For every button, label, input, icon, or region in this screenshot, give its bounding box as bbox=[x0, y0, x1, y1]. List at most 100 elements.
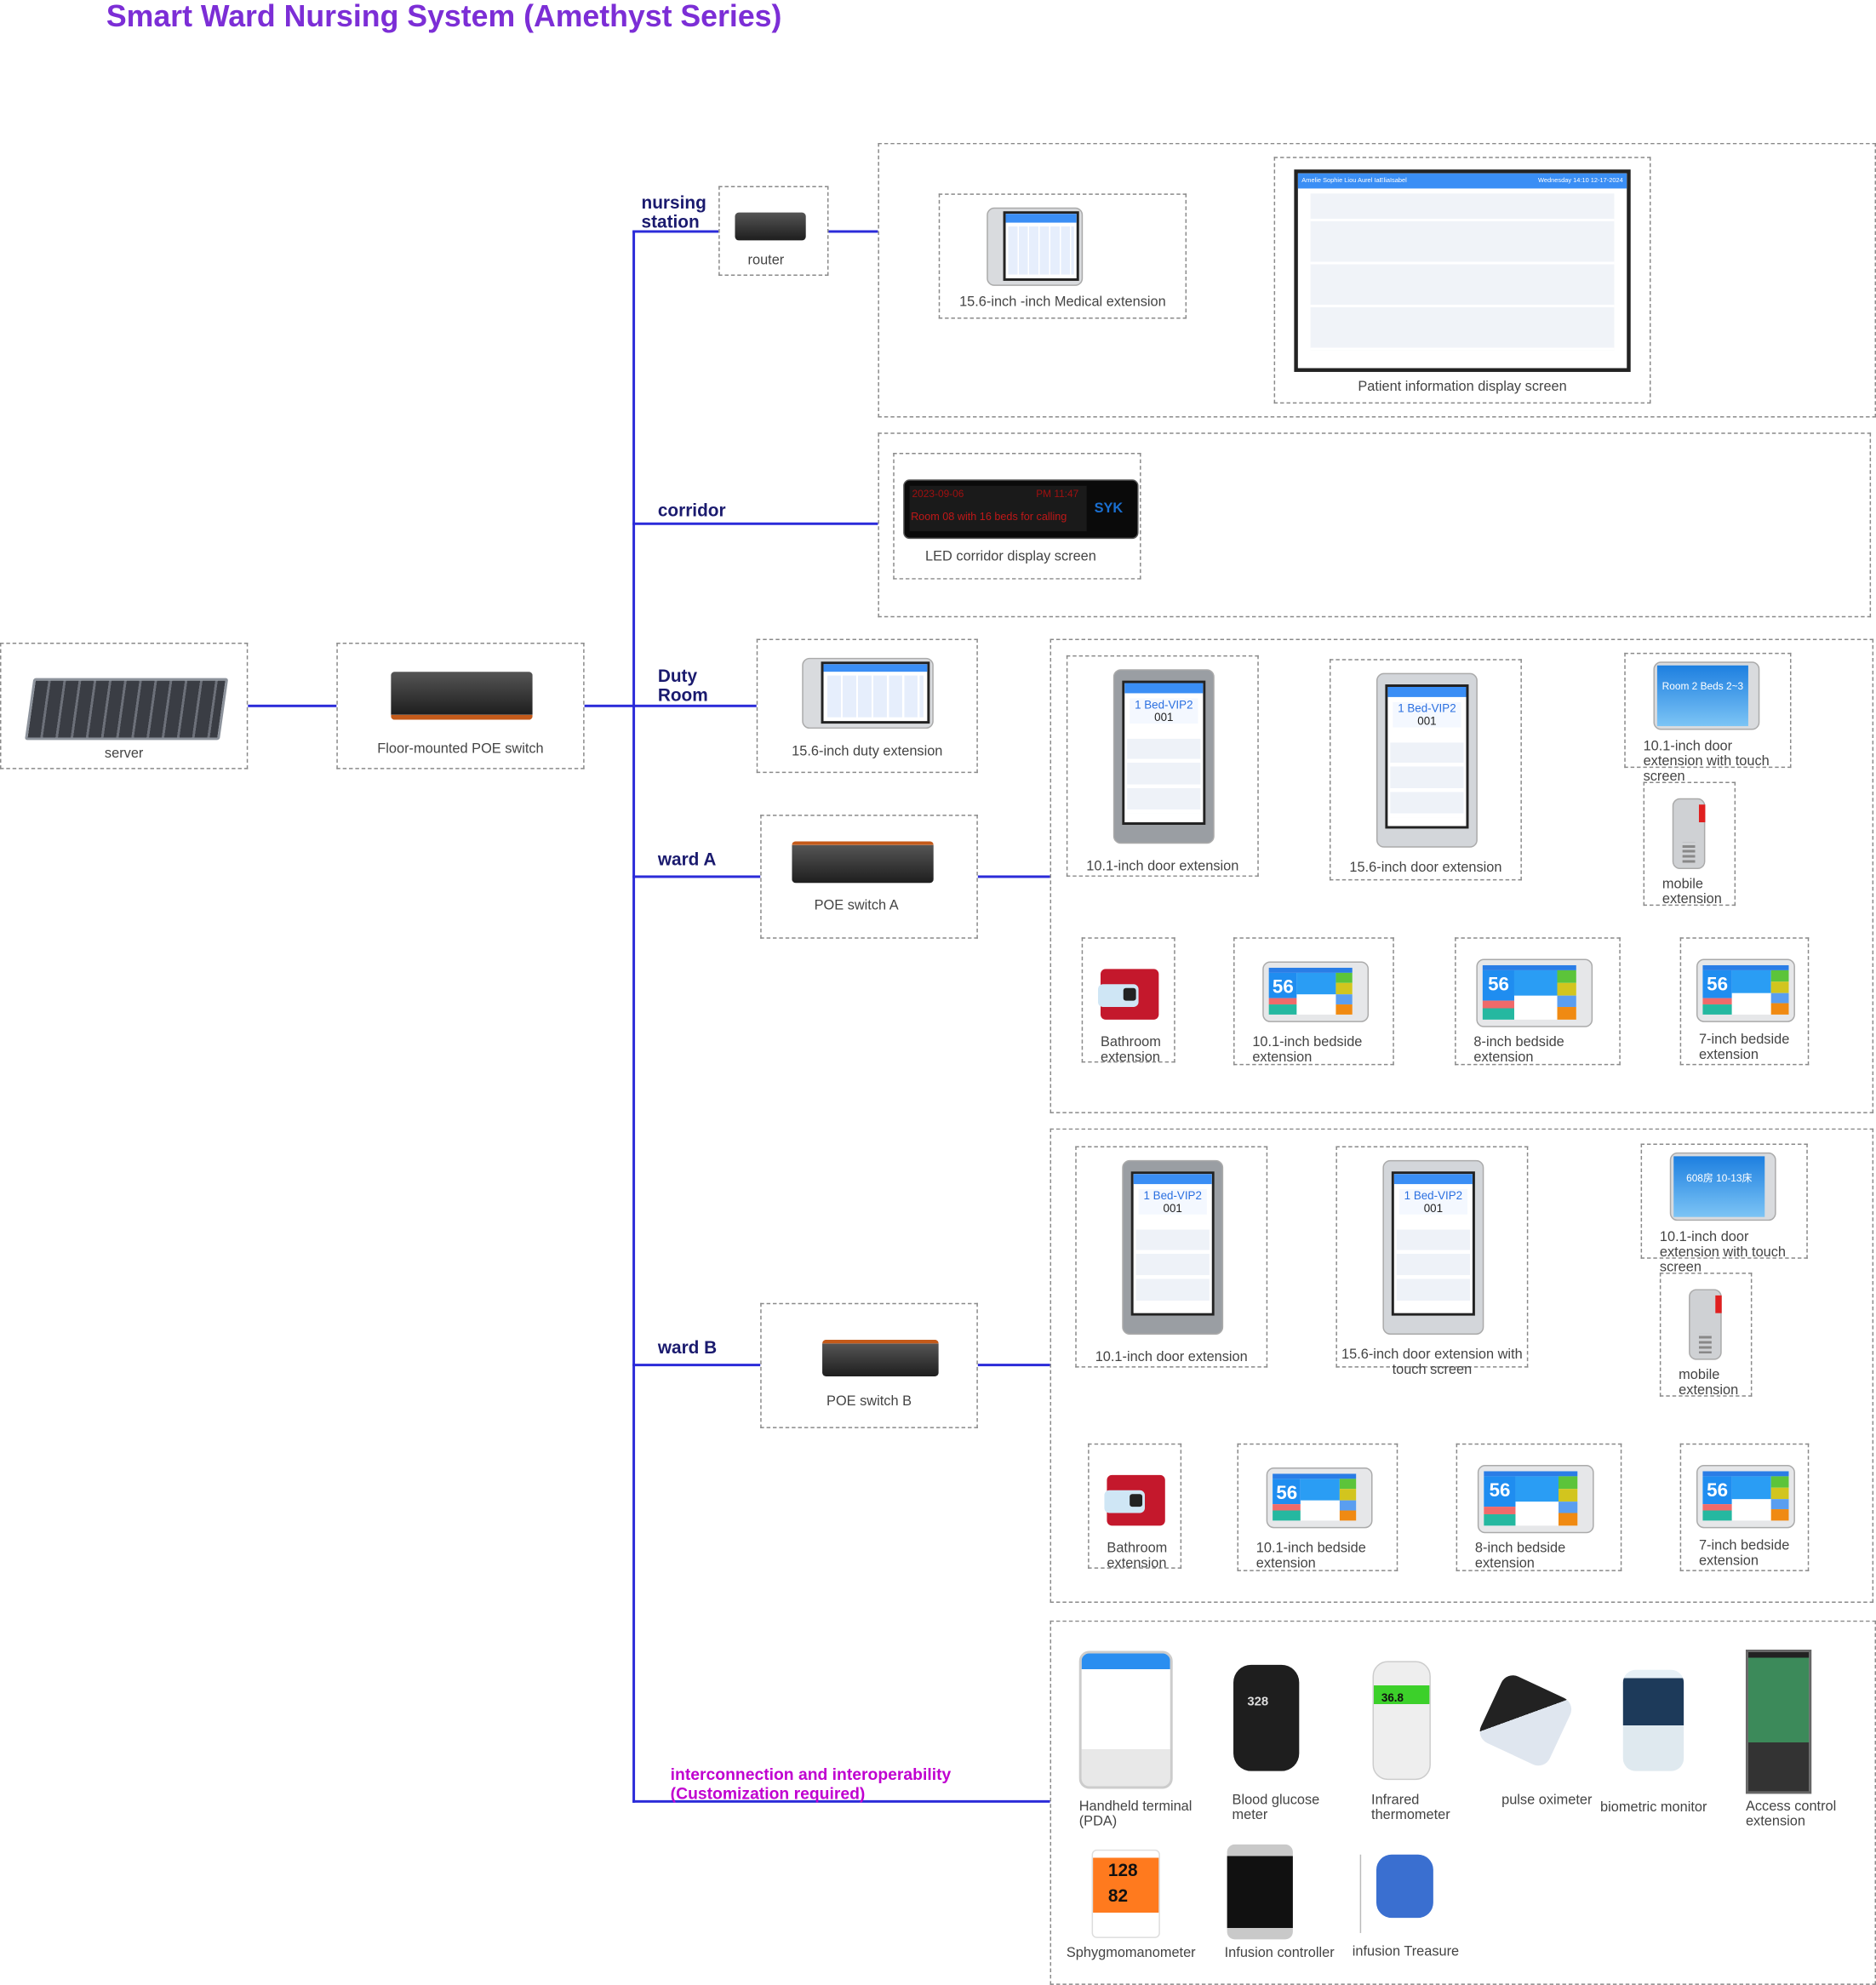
connector-switch-b-zone bbox=[977, 1364, 1050, 1367]
router-label: router bbox=[747, 253, 785, 269]
nursing-station-zone bbox=[878, 142, 1876, 418]
zone-label-corridor: corridor bbox=[657, 500, 726, 520]
bp-device-icon[interactable] bbox=[1091, 1849, 1160, 1938]
connector-corridor bbox=[632, 522, 878, 525]
patient-display-node[interactable]: Amelie Sophie Liou Aurel IaEliaIsabel We… bbox=[1273, 157, 1651, 404]
patient-display-label: Patient information display screen bbox=[1358, 379, 1567, 395]
bed10-icon: 56 bbox=[1235, 939, 1393, 1064]
bio-device-icon[interactable] bbox=[1622, 1669, 1684, 1771]
device-label: 15.6-inch door extension with touch scre… bbox=[1341, 1347, 1523, 1378]
switch-icon bbox=[391, 672, 533, 720]
router-node[interactable]: router bbox=[718, 186, 829, 276]
thermo-device-icon[interactable] bbox=[1372, 1661, 1431, 1781]
bath-icon bbox=[1083, 939, 1174, 1061]
device-label: Sphygmomanometer bbox=[1066, 1945, 1196, 1961]
device-label: pulse oximeter bbox=[1501, 1792, 1593, 1808]
bed8-icon: 56 bbox=[1457, 1444, 1621, 1570]
treas-device-icon[interactable] bbox=[1376, 1854, 1433, 1919]
touch-icon: Room 2 Beds 2~3 bbox=[1626, 654, 1790, 766]
zone-label-ward-b: ward B bbox=[657, 1336, 718, 1358]
connector-interconnection bbox=[632, 1799, 1050, 1803]
device-label: 7-inch bedside extension bbox=[1698, 1538, 1790, 1569]
switch-icon bbox=[822, 1339, 939, 1376]
device-label: Handheld terminal (PDA) bbox=[1078, 1799, 1193, 1830]
poe-switch-a-label: POE switch A bbox=[814, 898, 899, 914]
brand-logo: SYK bbox=[1094, 501, 1124, 517]
connector-switch-a-zone bbox=[977, 875, 1050, 878]
zone-label-nursing-station: nursing station bbox=[641, 192, 706, 232]
access-device-icon[interactable] bbox=[1745, 1650, 1812, 1794]
connector-ward-b bbox=[632, 1364, 761, 1367]
device-label: 7-inch bedside extension bbox=[1698, 1032, 1790, 1063]
device-label: Blood glucose meter bbox=[1232, 1792, 1320, 1823]
device-label: mobile extension bbox=[1679, 1367, 1739, 1399]
bed7-icon: 56 bbox=[1681, 1444, 1808, 1570]
led-display-node[interactable]: 2023-09-06 PM 11:47 Room 08 with 16 beds… bbox=[893, 453, 1141, 580]
zone-label-ward-a: ward A bbox=[657, 849, 717, 870]
mobile-icon bbox=[1644, 783, 1735, 905]
device-label: 10.1-inch bedside extension bbox=[1252, 1034, 1363, 1066]
zone-label-duty-room: Duty Room bbox=[657, 665, 708, 705]
duty-extension-icon bbox=[802, 657, 934, 729]
switch-icon bbox=[792, 841, 934, 884]
divider bbox=[1359, 1854, 1362, 1933]
server-icon bbox=[25, 678, 229, 741]
zone-label-interconnection: interconnection and interoperability (Cu… bbox=[670, 1765, 952, 1803]
device-label: 10.1-inch door extension with touch scre… bbox=[1643, 738, 1770, 785]
device-label: 10.1-inch bedside extension bbox=[1255, 1541, 1366, 1571]
server-node[interactable]: server bbox=[0, 642, 249, 769]
poe-switch-b-label: POE switch B bbox=[826, 1393, 912, 1410]
connector-nursing bbox=[632, 230, 719, 233]
medical-extension-node[interactable]: 15.6-inch -inch Medical extension bbox=[938, 193, 1187, 319]
poe-switch-a-node[interactable]: POE switch A bbox=[760, 815, 978, 939]
connector-ward-a bbox=[632, 875, 761, 878]
inf-device-icon[interactable] bbox=[1227, 1844, 1293, 1940]
gluc-device-icon[interactable] bbox=[1233, 1664, 1300, 1771]
ward-b-device-node[interactable]: Bathroom extension bbox=[1088, 1443, 1182, 1571]
router-icon bbox=[735, 212, 806, 241]
connector-trunk bbox=[632, 231, 636, 1803]
ward-b-zone bbox=[1050, 1128, 1874, 1604]
floor-switch-label: Floor-mounted POE switch bbox=[377, 741, 544, 757]
page-title: Smart Ward Nursing System (Amethyst Seri… bbox=[106, 0, 782, 35]
touch-icon: 608房 10-13床 bbox=[1642, 1145, 1806, 1257]
server-label: server bbox=[104, 746, 144, 762]
mobile-icon bbox=[1661, 1274, 1751, 1396]
poe-switch-b-node[interactable]: POE switch B bbox=[760, 1302, 978, 1428]
pda-device-icon[interactable] bbox=[1078, 1650, 1173, 1789]
device-label: 15.6-inch door extension bbox=[1349, 860, 1502, 876]
medical-extension-icon bbox=[987, 207, 1084, 286]
ward-b-device-node[interactable]: mobile extension bbox=[1659, 1273, 1753, 1399]
corridor-zone bbox=[878, 432, 1872, 618]
led-display-label: LED corridor display screen bbox=[925, 549, 1096, 564]
bed7-icon: 56 bbox=[1681, 939, 1808, 1064]
connector-switch-trunk bbox=[584, 704, 636, 707]
floor-switch-node[interactable]: Floor-mounted POE switch bbox=[336, 642, 585, 769]
led-display-screen: 2023-09-06 PM 11:47 Room 08 with 16 beds… bbox=[903, 479, 1139, 540]
device-readout: 128 bbox=[1107, 1859, 1138, 1880]
ward-a-device-node[interactable]: Bathroom extension bbox=[1081, 937, 1175, 1065]
ward-a-device-node[interactable]: mobile extension bbox=[1643, 781, 1736, 907]
duty-extension-node[interactable]: 15.6-inch duty extension bbox=[756, 638, 978, 774]
device-label: 10.1-inch door extension bbox=[1086, 859, 1239, 874]
bath-icon bbox=[1090, 1444, 1181, 1567]
device-label: infusion Treasure bbox=[1352, 1944, 1460, 1960]
patient-display-screen: Amelie Sophie Liou Aurel IaEliaIsabel We… bbox=[1294, 169, 1631, 372]
device-label: Bathroom extension bbox=[1107, 1541, 1168, 1571]
device-label: mobile extension bbox=[1662, 876, 1722, 907]
